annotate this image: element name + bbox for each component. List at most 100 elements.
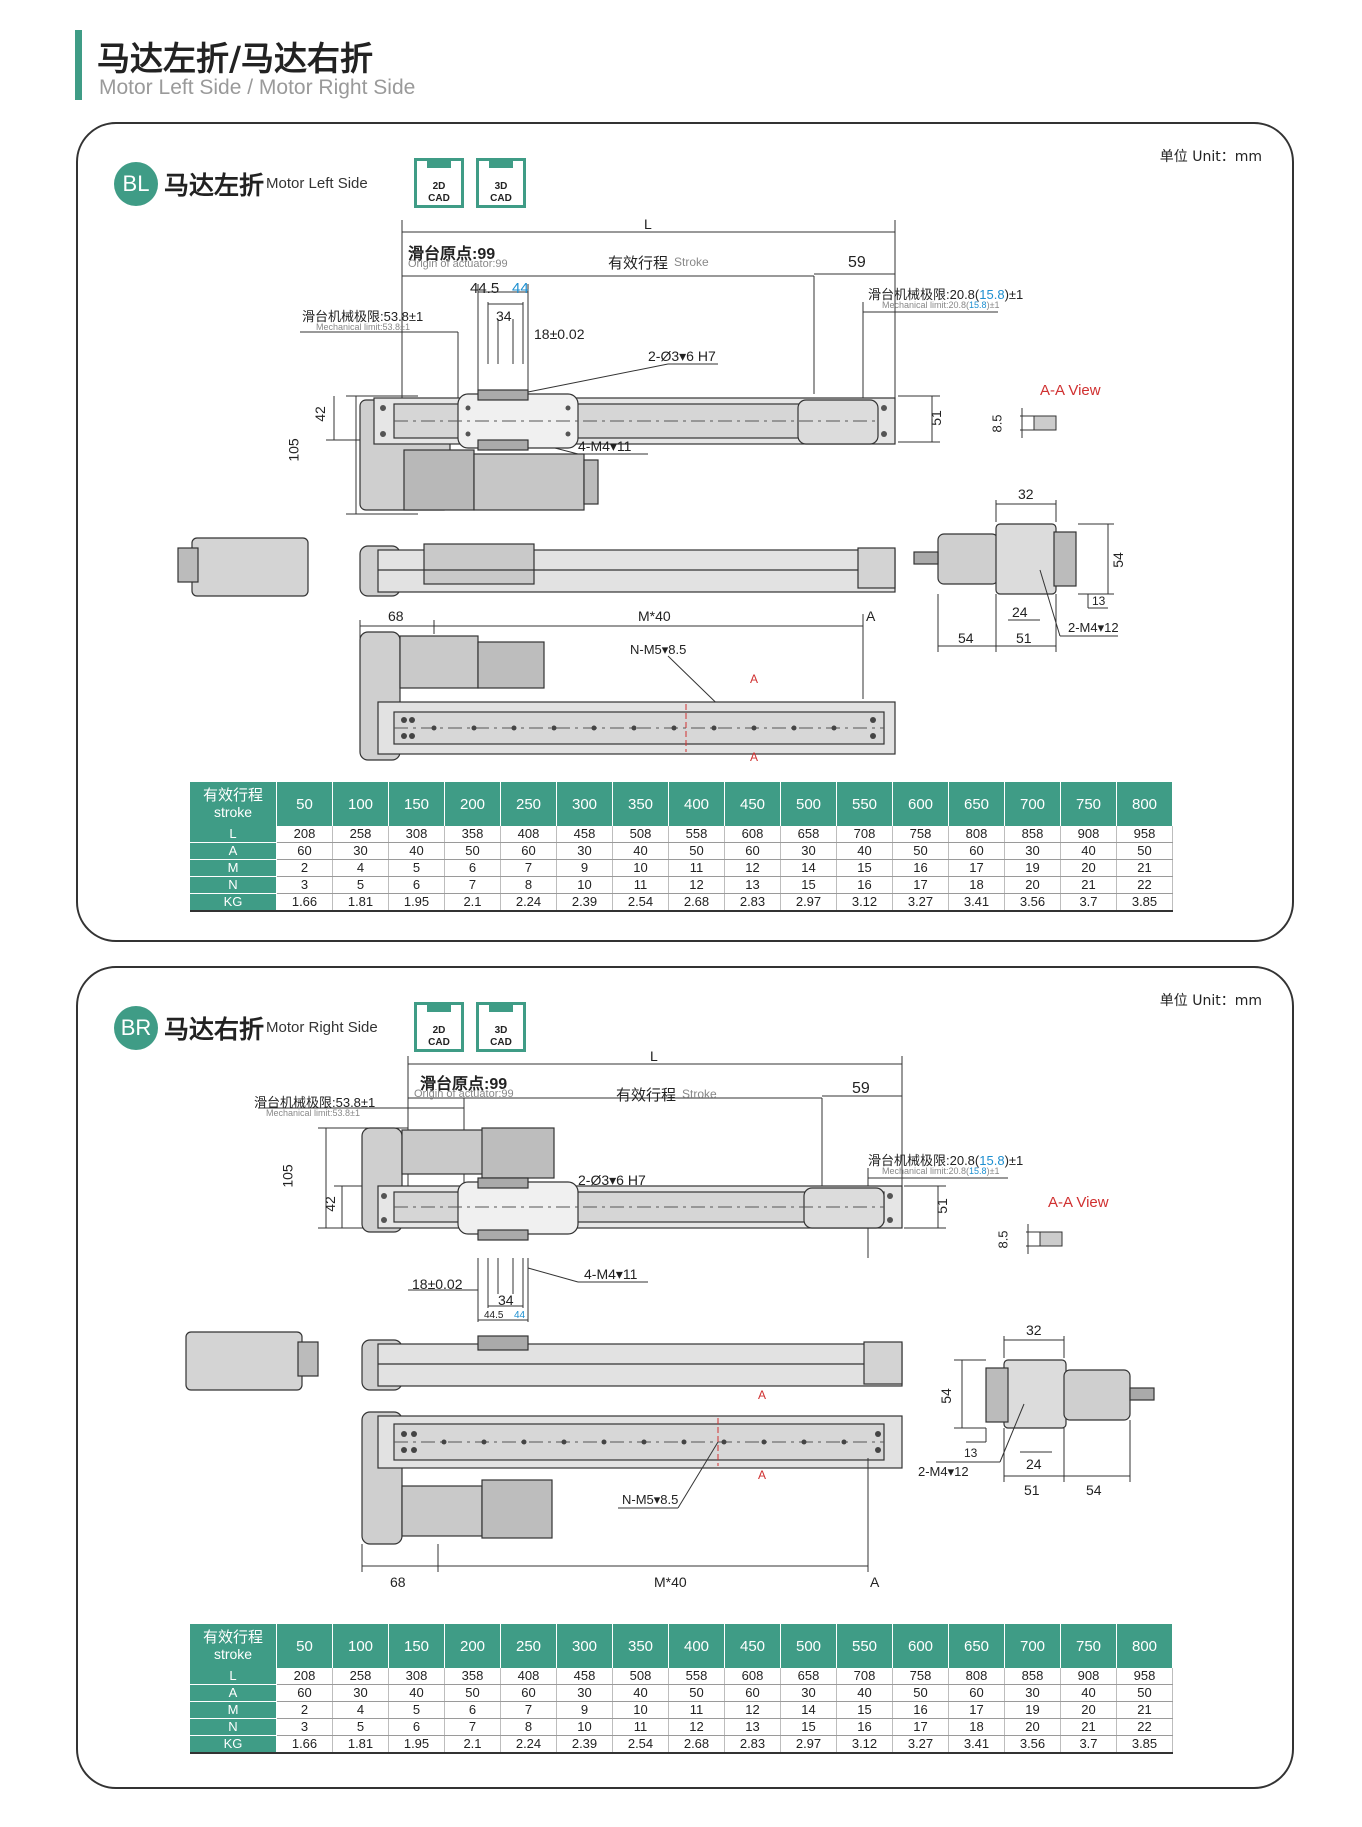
dim-A: A	[870, 1574, 880, 1590]
table-cell: 30	[332, 1684, 389, 1702]
dim-44-5: 44.5	[484, 1310, 504, 1321]
table-cell: 50	[892, 842, 949, 860]
mech-limit-right-en-a: Mechanical limit:20.8	[882, 1166, 967, 1176]
table-cell: 258	[332, 826, 389, 843]
section-subtitle: Motor Left Side	[266, 175, 368, 192]
mech-limit-right-en-b: 15.8	[969, 300, 987, 310]
table-header-en: stroke	[213, 1646, 253, 1662]
table-column-header: 100	[332, 782, 389, 826]
dim-24: 24	[1026, 1456, 1042, 1472]
dim-54-side: 54	[937, 1388, 954, 1404]
mech-limit-right: 滑台机械极限:20.8(15.8)±1	[868, 287, 1024, 302]
dim-54-bottom: 54	[958, 630, 974, 646]
table-cell: 708	[836, 1668, 893, 1685]
table-cell: 18	[948, 1718, 1005, 1736]
table-cell: 12	[668, 876, 725, 894]
origin-label: 滑台原点:99	[420, 1076, 508, 1093]
table-cell: 1.95	[388, 1735, 445, 1754]
table-cell: 14	[780, 859, 837, 877]
dim-59: 59	[848, 254, 866, 271]
dim-24: 24	[1012, 604, 1028, 620]
hole-spec: N-M5▾8.5	[622, 1492, 679, 1507]
table-cell: 3.56	[1004, 1735, 1061, 1754]
dim-8-5: 8.5	[989, 414, 1005, 433]
table-cell: 60	[500, 842, 557, 860]
aa-view-label: A-A View	[1040, 382, 1101, 399]
cad-2d-button[interactable]: 2D CAD	[414, 158, 464, 208]
table-cell: 50	[1116, 842, 1173, 860]
dim-105: 105	[285, 438, 302, 462]
table-cell: 40	[836, 842, 893, 860]
hole-spec: N-M5▾8.5	[630, 642, 687, 657]
cad-3d-label: 3D CAD	[490, 1025, 512, 1048]
table-cell: 18	[948, 876, 1005, 894]
table-cell: 50	[668, 1684, 725, 1702]
table-column-header: 400	[668, 1624, 725, 1668]
mech-limit-right-a: 滑台机械极限:20.8	[868, 287, 975, 302]
dim-51-bottom: 51	[1024, 1482, 1040, 1498]
table-cell: 40	[1060, 842, 1117, 860]
table-cell: 12	[668, 1718, 725, 1736]
dim-51: 51	[927, 410, 944, 426]
table-cell: 30	[780, 842, 837, 860]
dim-42: 42	[321, 1196, 338, 1212]
table-cell: 358	[444, 826, 501, 843]
dim-44: 44	[514, 1310, 526, 1321]
table-row-label: N	[190, 876, 277, 894]
table-cell: 408	[500, 1668, 557, 1685]
table-cell: 908	[1060, 826, 1117, 843]
cad-3d-button[interactable]: 3D CAD	[476, 158, 526, 208]
table-cell: 508	[612, 826, 669, 843]
table-cell: 3	[276, 1718, 333, 1736]
unit-label: 单位 Unit：mm	[1159, 149, 1262, 165]
table-column-header: 750	[1060, 1624, 1117, 1668]
table-cell: 608	[724, 1668, 781, 1685]
cad-2d-button[interactable]: 2D CAD	[414, 1002, 464, 1052]
table-cell: 20	[1060, 859, 1117, 877]
table-cell: 40	[388, 842, 445, 860]
table-cell: 22	[1116, 876, 1173, 894]
header-accent-bar	[75, 30, 82, 100]
table-column-header: 800	[1116, 782, 1173, 826]
table-column-header: 350	[612, 782, 669, 826]
dim-34: 34	[496, 308, 512, 324]
table-row-label: L	[190, 826, 277, 843]
mech-limit-right-a: 滑台机械极限:20.8	[868, 1153, 975, 1168]
mech-limit-right: 滑台机械极限:20.8(15.8)±1	[868, 1153, 1024, 1168]
table-cell: 2.1	[444, 893, 501, 912]
mech-limit-right-b: 15.8	[979, 287, 1005, 302]
table-column-header: 550	[836, 782, 893, 826]
section-mark-bottom: A	[758, 1468, 767, 1482]
table-cell: 5	[332, 876, 389, 894]
table-cell: 8	[500, 876, 557, 894]
table-cell: 50	[444, 842, 501, 860]
table-cell: 2.68	[668, 893, 725, 912]
table-cell: 17	[892, 1718, 949, 1736]
table-column-header: 50	[276, 1624, 333, 1668]
dim-44: 44	[512, 280, 529, 297]
table-column-header: 150	[388, 782, 445, 826]
dim-59: 59	[852, 1080, 870, 1097]
table-row-label: M	[190, 1701, 277, 1719]
table-column-header: 450	[724, 1624, 781, 1668]
table-cell: 2	[276, 859, 333, 877]
table-cell: 808	[948, 826, 1005, 843]
mech-limit-right-en-c: ±1	[989, 1166, 1000, 1176]
technical-drawing-right	[185, 1056, 1155, 1572]
table-cell: 3.56	[1004, 893, 1061, 912]
table-cell: 21	[1116, 859, 1173, 877]
table-cell: 3.85	[1116, 893, 1173, 912]
table-cell: 7	[444, 876, 501, 894]
table-cell: 10	[556, 876, 613, 894]
table-row-label: N	[190, 1718, 277, 1736]
table-cell: 50	[1116, 1684, 1173, 1702]
table-column-header: 550	[836, 1624, 893, 1668]
table-cell: 9	[556, 859, 613, 877]
cad-3d-button[interactable]: 3D CAD	[476, 1002, 526, 1052]
table-cell: 3.7	[1060, 893, 1117, 912]
